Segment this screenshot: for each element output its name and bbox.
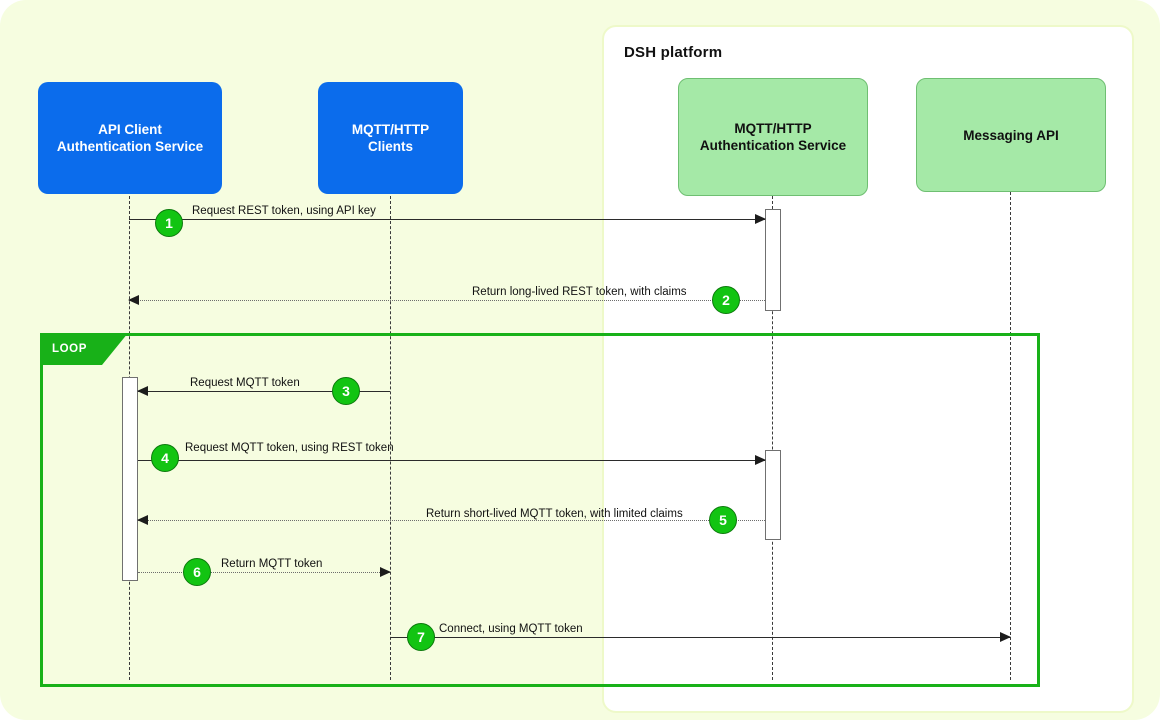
loop-fragment-frame: [40, 333, 1040, 687]
message-7-label: Connect, using MQTT token: [439, 623, 583, 635]
activation-bar-mqtt-auth-1: [765, 209, 781, 311]
loop-fragment-label: LOOP: [40, 333, 102, 365]
lifeline-mqtt-http-clients: [390, 196, 391, 680]
message-4-badge: 4: [151, 444, 179, 472]
participant-label-line2: Clients: [367, 139, 413, 154]
participant-label-line1: MQTT/HTTP: [351, 122, 430, 137]
loop-fragment-tab-notch: [102, 333, 128, 365]
arrowhead-right-icon: [1000, 632, 1011, 642]
participant-api-client-auth-service[interactable]: API Client Authentication Service: [38, 82, 222, 194]
message-6-label: Return MQTT token: [221, 558, 323, 570]
message-4-label: Request MQTT token, using REST token: [185, 442, 394, 454]
participant-label-line1: MQTT/HTTP: [734, 121, 812, 136]
arrowhead-right-icon: [755, 214, 766, 224]
message-1-label: Request REST token, using API key: [192, 205, 376, 217]
arrowhead-right-icon: [380, 567, 391, 577]
arrowhead-left-icon: [137, 386, 148, 396]
message-3-badge: 3: [332, 377, 360, 405]
arrowhead-left-icon: [128, 295, 139, 305]
message-7-badge: 7: [407, 623, 435, 651]
message-1-badge: 1: [155, 209, 183, 237]
participant-mqtt-http-auth-service[interactable]: MQTT/HTTP Authentication Service: [678, 78, 868, 196]
participant-label-line2: Authentication Service: [56, 139, 204, 154]
activation-bar-mqtt-auth-2: [765, 450, 781, 540]
arrowhead-right-icon: [755, 455, 766, 465]
participant-messaging-api[interactable]: Messaging API: [916, 78, 1106, 192]
participant-label-line2: Authentication Service: [699, 138, 847, 153]
message-6-badge: 6: [183, 558, 211, 586]
lifeline-messaging-api: [1010, 192, 1011, 680]
message-2-badge: 2: [712, 286, 740, 314]
activation-bar-api-client-loop: [122, 377, 138, 581]
dsh-platform-title: DSH platform: [624, 44, 723, 61]
message-5-badge: 5: [709, 506, 737, 534]
arrowhead-left-icon: [137, 515, 148, 525]
message-2-label: Return long-lived REST token, with claim…: [472, 286, 687, 298]
message-3-label: Request MQTT token: [190, 377, 300, 389]
participant-label-line1: API Client: [98, 122, 162, 137]
participant-label-line1: Messaging API: [963, 127, 1059, 143]
lifeline-mqtt-http-auth-service: [772, 196, 773, 680]
participant-mqtt-http-clients[interactable]: MQTT/HTTP Clients: [318, 82, 463, 194]
message-5-label: Return short-lived MQTT token, with limi…: [426, 508, 683, 520]
